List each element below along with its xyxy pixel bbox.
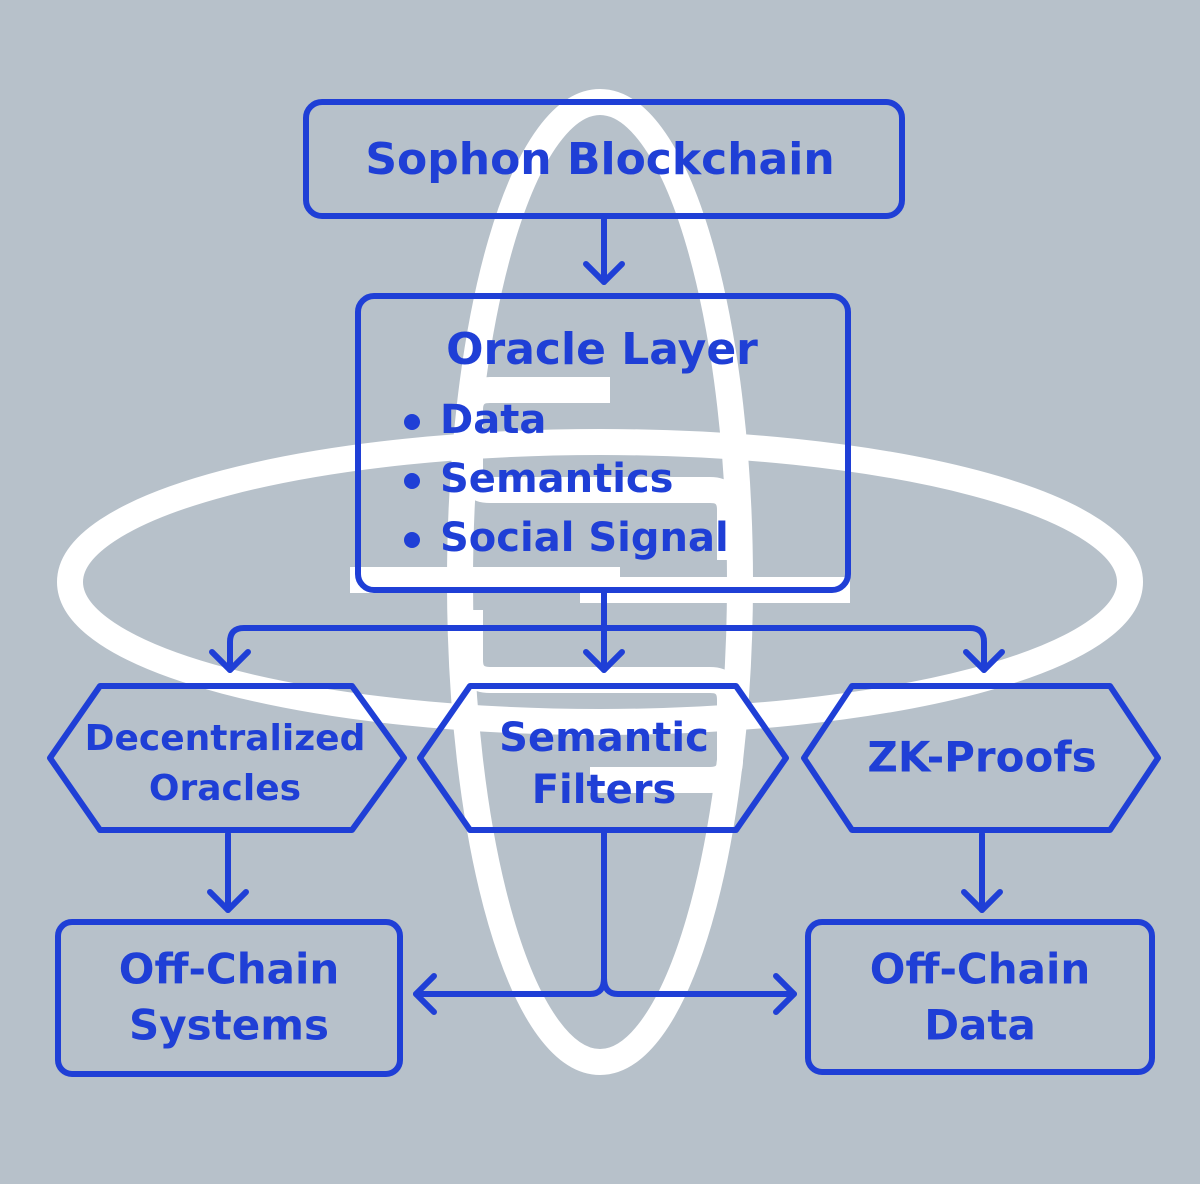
arrowhead-filters-systems — [413, 973, 437, 1015]
node-zk-proofs: ZK-Proofs — [801, 683, 1161, 833]
offchain-systems-line2: Systems — [129, 1001, 329, 1050]
node-decentralized-oracles: Decentralized Oracles — [47, 683, 407, 833]
offchain-systems-line1: Off-Chain — [119, 945, 340, 994]
edge-oracle-branch-left — [227, 625, 607, 673]
decentralized-oracles-line2: Oracles — [149, 768, 301, 809]
oracle-bullet-semantics: Semantics — [440, 456, 673, 502]
node-offchain-data: Off-Chain Data — [805, 919, 1155, 1075]
node-sophon-blockchain-label: Sophon Blockchain — [365, 134, 834, 185]
arrowhead-offchain-systems — [207, 889, 249, 913]
edge-filters-to-data — [601, 975, 797, 997]
arrowhead-filters-data — [773, 973, 797, 1015]
node-oracle-layer: Oracle Layer Data Semantics Social Signa… — [355, 293, 851, 593]
bullet-dot — [404, 532, 420, 548]
arrowhead-offchain-data — [961, 889, 1003, 913]
offchain-data-line2: Data — [924, 1001, 1036, 1050]
node-sophon-blockchain: Sophon Blockchain — [303, 99, 905, 219]
decentralized-oracles-line1: Decentralized — [85, 718, 366, 759]
zk-proofs-label: ZK-Proofs — [867, 733, 1096, 782]
edges — [207, 215, 1005, 1015]
bullet-dot — [404, 473, 420, 489]
bullet-dot — [404, 414, 420, 430]
node-semantic-filters: Semantic Filters — [417, 683, 789, 833]
edge-oracle-branch-right — [601, 625, 987, 673]
oracle-bullet-data: Data — [440, 397, 546, 443]
arrowhead-zk-proofs — [963, 649, 1005, 673]
offchain-data-line1: Off-Chain — [870, 945, 1091, 994]
arrowhead-decentralized-oracles — [209, 649, 251, 673]
arrowhead-oracle — [583, 261, 625, 285]
oracle-bullet-social-signal: Social Signal — [440, 515, 729, 561]
semantic-filters-line2: Filters — [532, 767, 677, 813]
sophon-logo-watermark-icon — [57, 89, 1143, 1075]
semantic-filters-line1: Semantic — [499, 715, 709, 761]
oracle-layer-title: Oracle Layer — [446, 324, 758, 375]
arrowhead-semantic-filters — [583, 649, 625, 673]
node-offchain-systems: Off-Chain Systems — [55, 919, 403, 1077]
